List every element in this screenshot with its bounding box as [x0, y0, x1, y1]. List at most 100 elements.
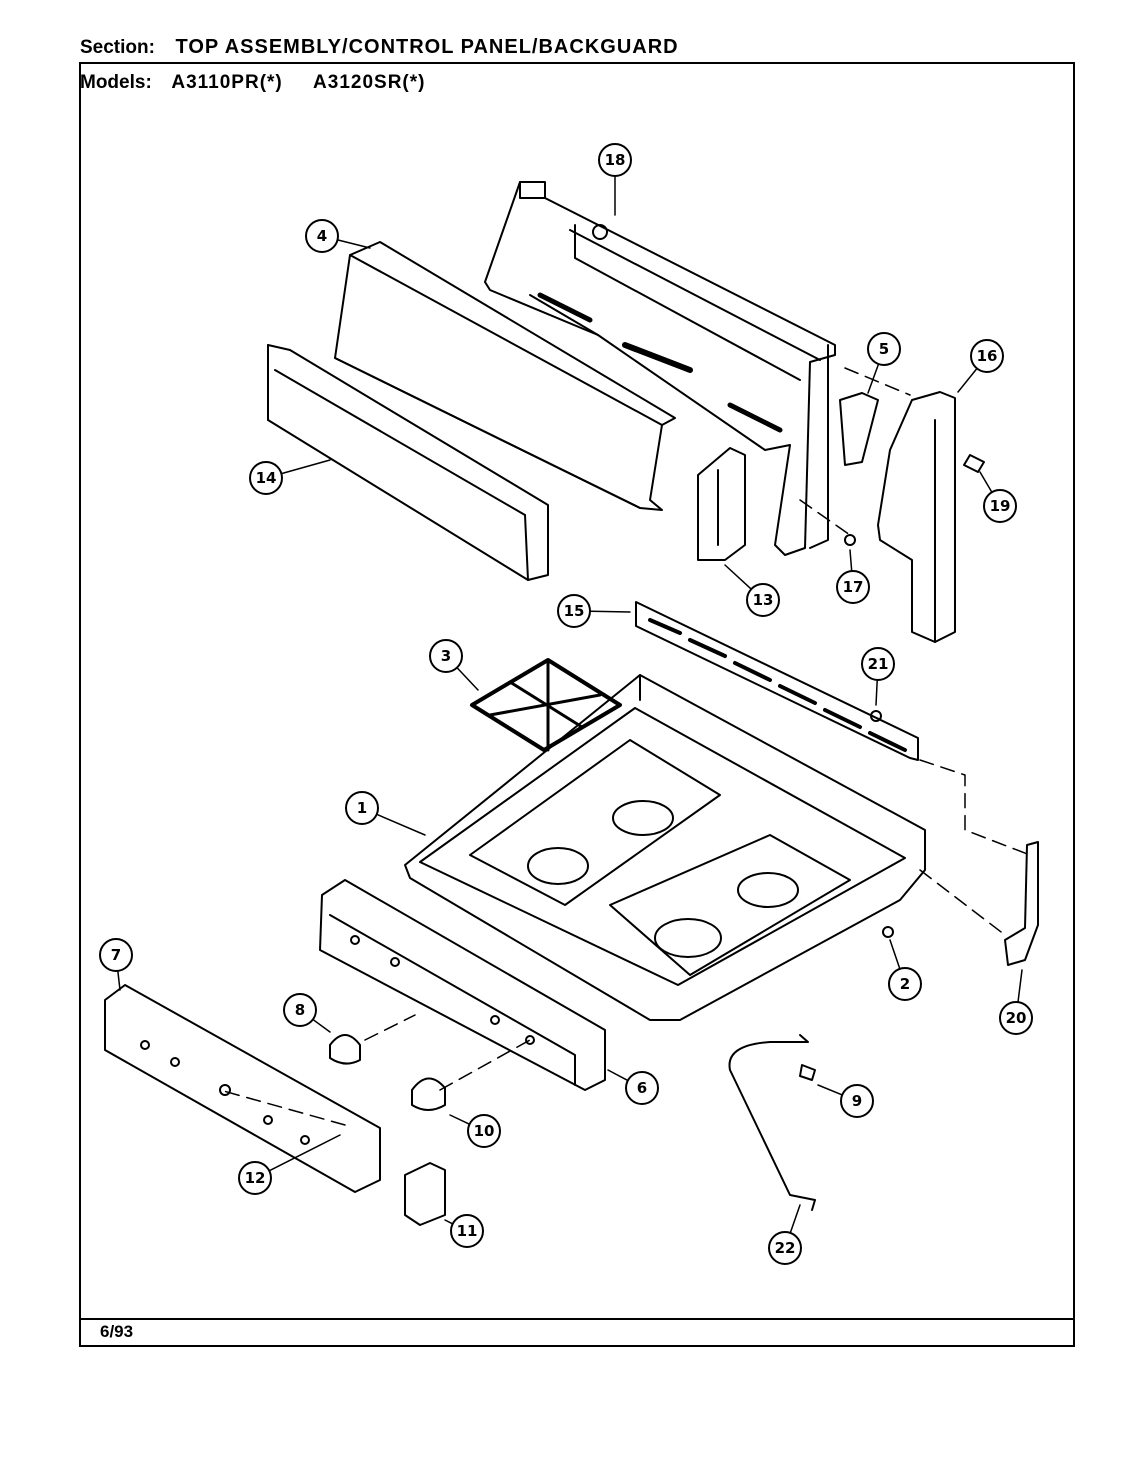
callout-circle — [867, 332, 901, 366]
callout-leader — [849, 549, 853, 571]
part-screw-19 — [963, 454, 985, 473]
callout-leader — [867, 364, 879, 394]
callout-1: 1 — [345, 791, 426, 836]
callout-14: 14 — [249, 459, 331, 495]
callout-18: 18 — [598, 143, 632, 216]
callout-number: 21 — [868, 655, 889, 673]
callout-circle — [283, 993, 317, 1027]
callout-16: 16 — [957, 339, 1004, 393]
callout-circle — [970, 339, 1004, 373]
callout-circle — [557, 594, 591, 628]
part-screw-17 — [844, 534, 856, 546]
part-screw-2 — [882, 926, 894, 938]
callout-21: 21 — [861, 647, 895, 706]
callout-circle — [888, 967, 922, 1001]
callout-number: 9 — [852, 1092, 862, 1110]
part-end-cap — [877, 391, 956, 643]
callout-leader — [117, 971, 121, 991]
callout-number: 8 — [295, 1001, 305, 1019]
callout-leader — [957, 368, 978, 393]
callout-6: 6 — [607, 1069, 659, 1105]
callout-leader — [456, 667, 479, 691]
callout-number: 5 — [879, 340, 889, 358]
part-backguard-panel — [334, 241, 676, 511]
part-rod — [728, 1034, 816, 1211]
callout-2: 2 — [888, 939, 922, 1001]
callout-15: 15 — [557, 594, 631, 628]
callout-circle — [768, 1231, 802, 1265]
part-knob-8 — [329, 1034, 361, 1065]
model-number-2: A3120SR(*) — [313, 72, 426, 93]
callout-number: 13 — [753, 591, 774, 609]
callout-leader — [979, 471, 993, 493]
callout-leader — [789, 1204, 801, 1233]
callout-number: 18 — [605, 151, 626, 169]
callout-8: 8 — [283, 993, 331, 1033]
callout-number: 1 — [357, 799, 367, 817]
callout-10: 10 — [449, 1114, 501, 1148]
callout-7: 7 — [99, 938, 133, 991]
callout-leader — [889, 939, 901, 969]
models-label: Models: — [80, 72, 152, 93]
callout-number: 7 — [111, 946, 121, 964]
callout-circle — [983, 489, 1017, 523]
callout-circle — [305, 219, 339, 253]
part-bracket — [697, 447, 746, 561]
callout-circle — [861, 647, 895, 681]
part-small-bracket — [839, 392, 879, 466]
callout-number: 17 — [843, 578, 864, 596]
callout-leader — [1017, 969, 1023, 1002]
callout-11: 11 — [444, 1214, 484, 1248]
callout-9: 9 — [817, 1084, 874, 1118]
part-backguard — [484, 181, 836, 556]
callout-leader — [817, 1084, 843, 1096]
part-vent-strip — [635, 601, 919, 761]
callout-circle — [625, 1071, 659, 1105]
callout-19: 19 — [979, 471, 1017, 523]
callout-circle — [429, 639, 463, 673]
callout-circle — [99, 938, 133, 972]
callout-circle — [836, 570, 870, 604]
part-side-trim — [1004, 841, 1039, 966]
callout-leader — [590, 610, 631, 613]
callout-number: 4 — [317, 227, 327, 245]
callout-leader — [337, 239, 371, 249]
callout-circle — [467, 1114, 501, 1148]
callout-number: 6 — [637, 1079, 647, 1097]
part-screw-21 — [870, 710, 882, 722]
callout-circle — [598, 143, 632, 177]
callout-number: 20 — [1006, 1009, 1027, 1027]
part-control-panel — [104, 984, 381, 1193]
callout-17: 17 — [836, 549, 870, 604]
callout-number: 15 — [564, 602, 585, 620]
callout-22: 22 — [768, 1204, 802, 1265]
callout-12: 12 — [238, 1134, 341, 1195]
callout-circle — [238, 1161, 272, 1195]
section-title: TOP ASSEMBLY/CONTROL PANEL/BACKGUARD — [175, 36, 679, 58]
callout-circle — [840, 1084, 874, 1118]
callout-4: 4 — [305, 219, 371, 253]
part-trim-strip — [267, 344, 549, 581]
part-knob-10 — [411, 1077, 446, 1111]
part-block — [404, 1162, 446, 1226]
callout-number: 2 — [900, 975, 910, 993]
callout-circle — [450, 1214, 484, 1248]
models-line: Models: A3110PR(*) A3120SR(*) — [80, 72, 425, 94]
callout-13: 13 — [724, 564, 780, 617]
callout-leader — [449, 1114, 470, 1125]
callout-leader — [269, 1134, 341, 1172]
callout-circle — [249, 461, 283, 495]
callout-number: 16 — [977, 347, 998, 365]
callout-leader — [607, 1069, 628, 1081]
part-screw-9 — [799, 1064, 816, 1081]
diagram-frame — [79, 62, 1075, 1347]
callout-20: 20 — [999, 969, 1033, 1035]
callout-leader — [376, 813, 426, 836]
callout-number: 10 — [474, 1122, 495, 1140]
callout-leader — [312, 1019, 331, 1033]
callout-number: 22 — [775, 1239, 796, 1257]
part-control-housing — [319, 879, 606, 1091]
callout-circle — [999, 1001, 1033, 1035]
